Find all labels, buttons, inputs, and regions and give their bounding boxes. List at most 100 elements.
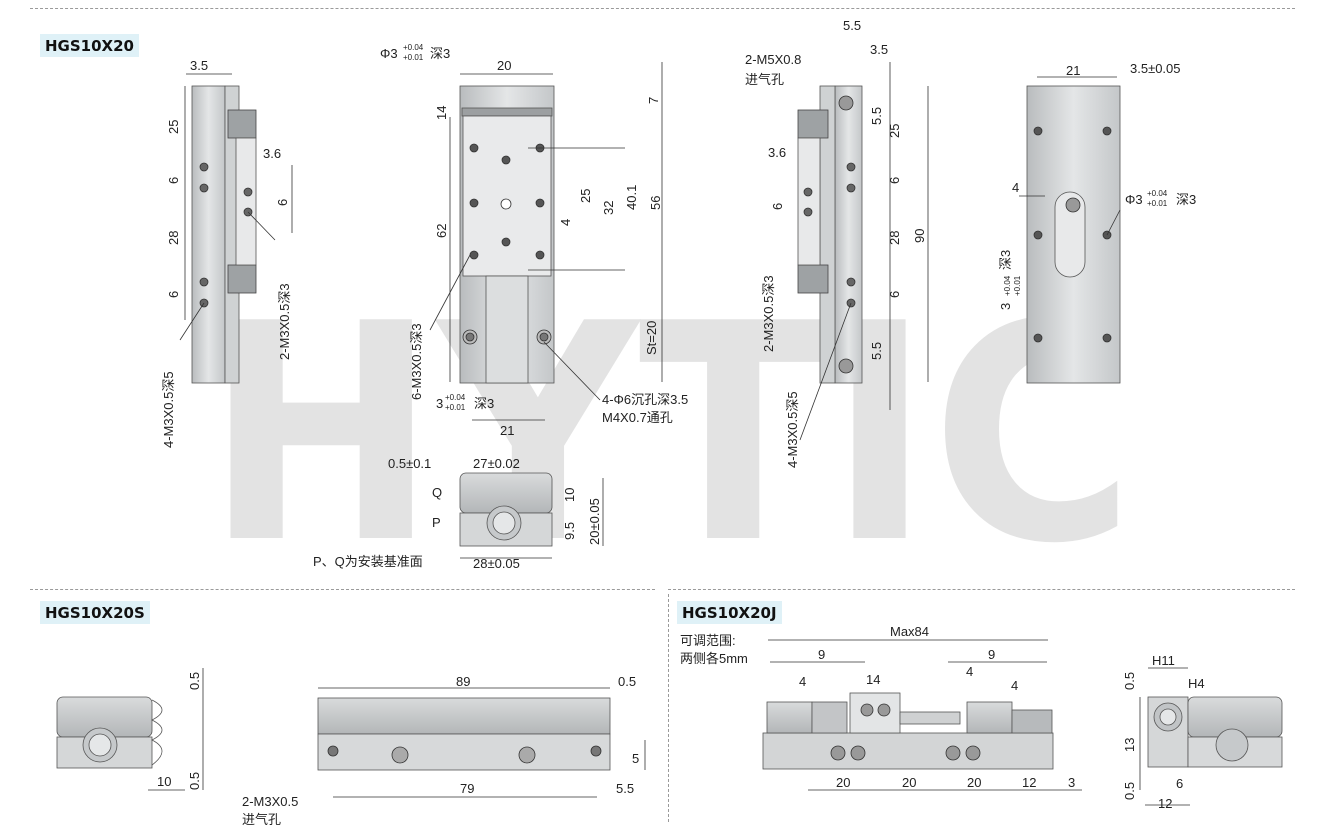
dim-0-5-j-bottom: 0.5 [1122,782,1137,800]
dim-4-j-c: 4 [1011,678,1018,693]
tol-plus-center: +0.04 [403,43,424,52]
dim-25-center: 25 [578,189,593,203]
dim-6-j: 6 [1176,776,1183,791]
note-phi3-right: Φ3 [1125,192,1143,207]
deep3-center: 深3 [430,46,450,61]
dim-79-s: 79 [460,781,474,796]
note-2-m3-middle: 2-M3X0.5深3 [761,275,776,352]
dim-40-1-center: 40.1 [624,185,639,210]
note-air-s: 进气孔 [242,812,281,827]
dim-3-5-left: 3.5 [190,58,208,73]
dim-0-5-s-bottom: 0.5 [187,772,202,790]
tol-plus-right: +0.04 [1147,189,1168,198]
note-adjust-range: 可调范围: [680,633,736,648]
section-tag-hgs10x20j: HGS10X20J [677,601,782,624]
section-tag-hgs10x20: HGS10X20 [40,34,139,57]
deep3-right-b: 深3 [998,250,1013,270]
dim-h4: H4 [1188,676,1205,691]
j-end-view [1139,667,1283,806]
tol-minus-right: +0.01 [1147,199,1168,208]
dim-5-s: 5 [632,751,639,766]
dim-5-5-middle-b: 5.5 [869,342,884,360]
dim-6-middle-b: 6 [887,177,902,184]
side-view-left [179,73,293,384]
tol-minus-right-b: +0.01 [1013,275,1022,296]
tol-plus-center-b: +0.04 [445,393,466,402]
dim-4-j-b: 4 [966,664,973,679]
dim-3-6-middle: 3.6 [768,145,786,160]
vertical-divider [668,594,669,822]
note-4-m3-deep5-left: 4-M3X0.5深5 [161,371,176,448]
dim-3-6-left: 3.6 [263,146,281,161]
dim-12-j: 12 [1022,775,1036,790]
dim-6-middle-c: 6 [887,291,902,298]
dim-13-j: 13 [1122,738,1137,752]
watermark-text: HYTIC [205,260,1135,609]
dim-0-5-j-top: 0.5 [1122,672,1137,690]
dim-32-center: 32 [601,201,616,215]
dim-10-end: 10 [562,488,577,502]
label-p: P [432,515,441,530]
dim-27-0-02: 27±0.02 [473,456,520,471]
tol-minus-center: +0.01 [403,53,424,62]
dim-56-center: 56 [648,196,663,210]
dim-3-j: 3 [1068,775,1075,790]
top-divider [30,8,1295,9]
dim-14-j: 14 [866,672,880,687]
note-6-m3-center: 6-M3X0.5深3 [409,323,424,400]
s-side-view [317,687,646,798]
dim-4-center: 4 [558,219,573,226]
dim-7-center: 7 [646,97,661,104]
dim-3-5-0-05-right: 3.5±0.05 [1130,61,1181,76]
dim-21-center: 21 [500,423,514,438]
dim-12-j-end: 12 [1158,796,1172,811]
middle-divider-right [668,589,1295,590]
dim-62-center: 62 [434,224,449,238]
dim-6-left-a: 6 [166,177,181,184]
note-2-m3-s: 2-M3X0.5 [242,794,298,809]
dim-3-center: 3 [436,396,443,411]
front-view-center [429,62,663,421]
dim-6-middle-a: 6 [770,203,785,210]
note-m4-center: M4X0.7通孔 [602,410,673,425]
j-side-view [762,639,1082,791]
dim-9-5-end: 9.5 [562,522,577,540]
note-phi3-center: Φ3 [380,46,398,61]
dim-4-j-a: 4 [799,674,806,689]
note-2-m3-deep3-left: 2-M3X0.5深3 [277,283,292,360]
note-2-m5-middle: 2-M5X0.8 [745,52,801,67]
dim-89-s: 89 [456,674,470,689]
section-tag-hgs10x20s: HGS10X20S [40,601,150,624]
dim-90-middle: 90 [912,229,927,243]
dim-20-0-05-end: 20±0.05 [587,498,602,545]
dim-3-5-middle: 3.5 [870,42,888,57]
dim-h11: H11 [1152,653,1175,668]
tol-minus-center-b: +0.01 [445,403,466,412]
dim-20-j-a: 20 [836,775,850,790]
dim-14-center: 14 [434,106,449,120]
deep3-right: 深3 [1176,192,1196,207]
dim-6-left-c: 6 [275,199,290,206]
dim-6-left-b: 6 [166,291,181,298]
side-view-middle [797,62,929,441]
deep3-center-b: 深3 [474,396,494,411]
dim-28-left: 28 [166,231,181,245]
note-air-middle: 进气孔 [745,72,784,87]
end-view-center [459,472,604,559]
dim-5-5-middle-top: 5.5 [843,18,861,33]
dim-5-5-s: 5.5 [616,781,634,796]
dim-20-j-c: 20 [967,775,981,790]
dim-3-right: 3 [998,303,1013,310]
note-pq-datum: P、Q为安装基准面 [313,554,423,569]
note-phi6-center: 4-Φ6沉孔深3.5 [602,392,688,407]
dim-9-j-left: 9 [818,647,825,662]
dim-21-right: 21 [1066,63,1080,78]
dim-9-j-right: 9 [988,647,995,662]
label-q: Q [432,485,442,500]
dim-4-right: 4 [1012,180,1019,195]
tol-plus-right-b: +0.04 [1003,275,1012,296]
dim-28-middle: 28 [887,231,902,245]
dim-28-0-05-end: 28±0.05 [473,556,520,571]
dim-5-5-middle-a: 5.5 [869,107,884,125]
